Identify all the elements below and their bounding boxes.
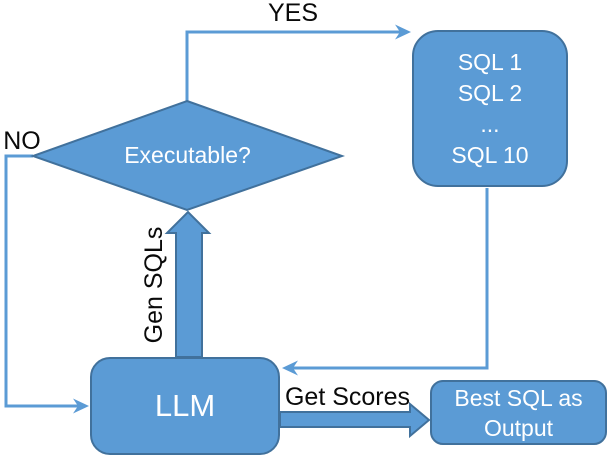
yes-connector <box>185 30 400 101</box>
get-scores-edge-label: Get Scores <box>284 383 411 411</box>
scores-return-connector <box>293 188 489 370</box>
llm-node: LLM <box>90 357 280 455</box>
no-arrowhead-icon <box>73 398 89 414</box>
best-sql-output-node: Best SQL as Output <box>430 380 607 445</box>
executable-diamond <box>30 99 346 212</box>
no-edge-label: NO <box>3 127 41 155</box>
gen-sqls-edge-label: Gen SQLs <box>140 226 168 344</box>
best-sql-line: Best SQL as <box>454 384 583 411</box>
sql-ellipsis: ... <box>480 110 500 137</box>
sql-candidates-node: SQL 1 SQL 2 ... SQL 10 <box>412 30 568 187</box>
no-connector <box>4 154 78 408</box>
yes-edge-label: YES <box>267 0 319 27</box>
executable-decision-label: Executable? <box>124 142 251 168</box>
scores-return-arrowhead-icon <box>282 360 298 376</box>
sql-line: SQL 1 <box>457 48 523 75</box>
get-scores-block-arrow <box>279 401 431 439</box>
sql-line: SQL 2 <box>457 79 523 106</box>
llm-label: LLM <box>154 388 216 423</box>
gen-sqls-block-arrow <box>164 210 212 358</box>
sql-line: SQL 10 <box>451 141 529 168</box>
yes-arrowhead-icon <box>395 24 411 40</box>
best-sql-line: Output <box>483 414 554 441</box>
